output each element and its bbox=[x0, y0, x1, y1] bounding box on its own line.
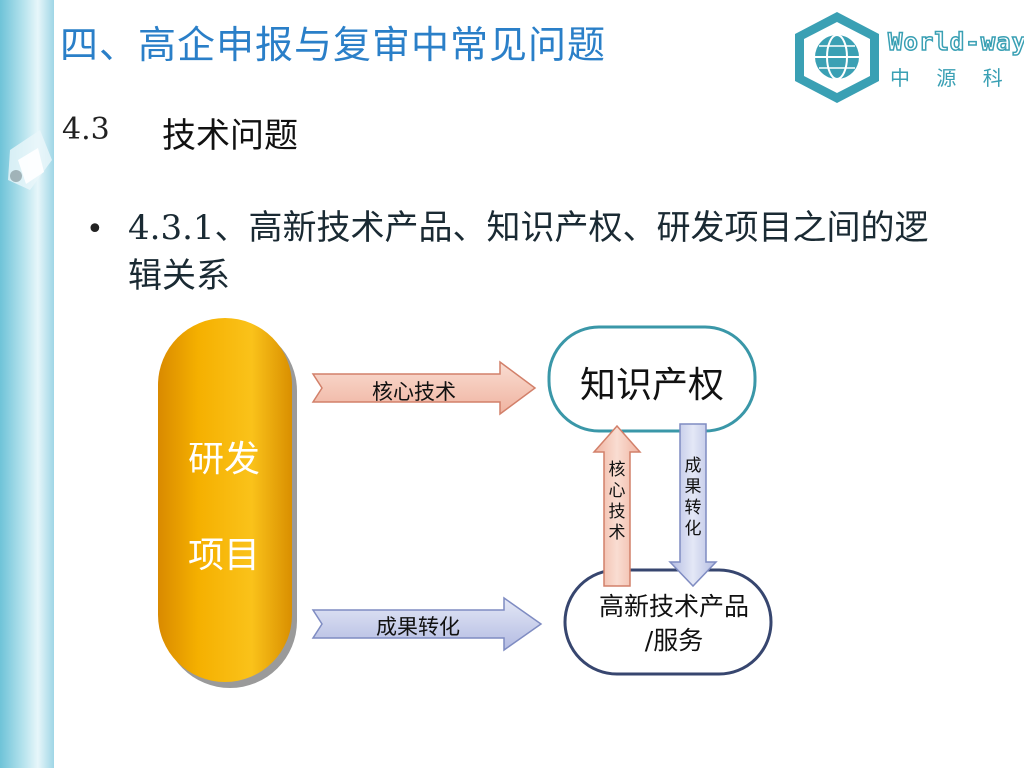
rd-label-line1: 研发 bbox=[187, 439, 260, 480]
core-tech-vertical-label: 核 心 技 术 bbox=[608, 460, 626, 543]
product-label-line2: /服务 bbox=[644, 626, 704, 655]
page-title: 四、高企申报与复审中常见问题 bbox=[60, 23, 607, 67]
product-label: 高新技术产品 /服务 bbox=[574, 590, 774, 658]
bullet-text: 4.3.1、高新技术产品、知识产权、研发项目之间的逻辑关系 bbox=[128, 208, 929, 296]
achievement-arrow bbox=[311, 596, 543, 652]
core-tech-arrow bbox=[311, 360, 537, 416]
core-tech-up-arrow bbox=[592, 424, 642, 587]
product-label-line1: 高新技术产品 bbox=[598, 592, 749, 621]
left-decorative-strip bbox=[0, 0, 54, 768]
company-logo bbox=[795, 12, 879, 103]
ip-label: 知识产权 bbox=[579, 365, 724, 406]
section-number: 4.3 bbox=[62, 112, 110, 147]
ice-decoration-icon bbox=[8, 130, 52, 190]
achievement-vertical-label: 成 果 转 化 bbox=[684, 456, 702, 539]
bullet-icon: • bbox=[86, 212, 104, 247]
rd-label-line2: 项目 bbox=[187, 535, 260, 576]
rd-project-pill bbox=[158, 318, 292, 682]
logo-chinese-text: 中 源 科 达 bbox=[890, 66, 1024, 90]
logo-english-text: World-way bbox=[887, 27, 1024, 57]
section-title: 技术问题 bbox=[162, 116, 298, 156]
achievement-down-arrow bbox=[668, 423, 718, 588]
achievement-arrow-label: 成果转化 bbox=[376, 615, 460, 639]
product-box bbox=[563, 568, 773, 676]
core-tech-arrow-label: 核心技术 bbox=[372, 380, 456, 404]
ip-box bbox=[547, 325, 757, 433]
